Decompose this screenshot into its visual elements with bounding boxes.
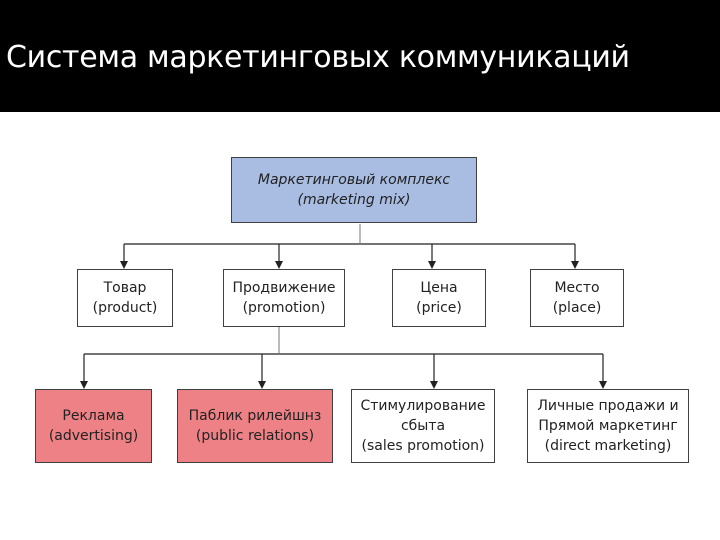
promotion-sublabel: (promotion) bbox=[242, 300, 326, 316]
price-label: Цена bbox=[420, 280, 458, 296]
sales-promotion-label: Стимулирование bbox=[360, 398, 486, 414]
advertising-box: Реклама (advertising) bbox=[35, 389, 152, 463]
product-label: Товар bbox=[103, 280, 147, 296]
product-sublabel: (product) bbox=[92, 300, 158, 316]
direct-marketing-label-2: Прямой маркетинг bbox=[538, 418, 678, 434]
arrow-pr bbox=[258, 381, 266, 389]
public-relations-label: Паблик рилейшнз bbox=[188, 408, 322, 424]
public-relations-box: Паблик рилейшнз (public relations) bbox=[177, 389, 333, 463]
price-sublabel: (price) bbox=[416, 300, 462, 316]
arrow-promotion bbox=[275, 261, 283, 269]
arrow-advertising bbox=[80, 381, 88, 389]
direct-marketing-box: Личные продажи и Прямой маркетинг (direc… bbox=[527, 389, 689, 463]
place-sublabel: (place) bbox=[552, 300, 602, 316]
advertising-sublabel: (advertising) bbox=[48, 428, 139, 444]
slide-title: Система маркетинговых коммуникаций bbox=[6, 40, 630, 75]
arrow-product bbox=[120, 261, 128, 269]
direct-marketing-sublabel: (direct marketing) bbox=[544, 438, 672, 454]
sales-promotion-sublabel: (sales promotion) bbox=[361, 438, 485, 454]
arrow-sales-promotion bbox=[430, 381, 438, 389]
marketing-mix-sublabel: (marketing mix) bbox=[297, 192, 411, 208]
arrow-price bbox=[428, 261, 436, 269]
promotion-box: Продвижение (promotion) bbox=[223, 269, 345, 327]
place-label: Место bbox=[554, 280, 600, 296]
product-box: Товар (product) bbox=[77, 269, 173, 327]
price-box: Цена (price) bbox=[392, 269, 486, 327]
sales-promotion-box: Стимулирование сбыта (sales promotion) bbox=[351, 389, 495, 463]
arrow-direct-marketing bbox=[599, 381, 607, 389]
arrow-place bbox=[571, 261, 579, 269]
promotion-label: Продвижение bbox=[232, 280, 336, 296]
marketing-mix-label: Маркетинговый комплекс bbox=[257, 172, 451, 188]
sales-promotion-label-2: сбыта bbox=[400, 418, 446, 434]
advertising-label: Реклама bbox=[62, 408, 125, 424]
title-bar: Система маркетинговых коммуникаций bbox=[0, 0, 720, 112]
public-relations-sublabel: (public relations) bbox=[195, 428, 315, 444]
marketing-mix-box: Маркетинговый комплекс (marketing mix) bbox=[231, 157, 477, 223]
place-box: Место (place) bbox=[530, 269, 624, 327]
direct-marketing-label: Личные продажи и bbox=[537, 398, 679, 414]
